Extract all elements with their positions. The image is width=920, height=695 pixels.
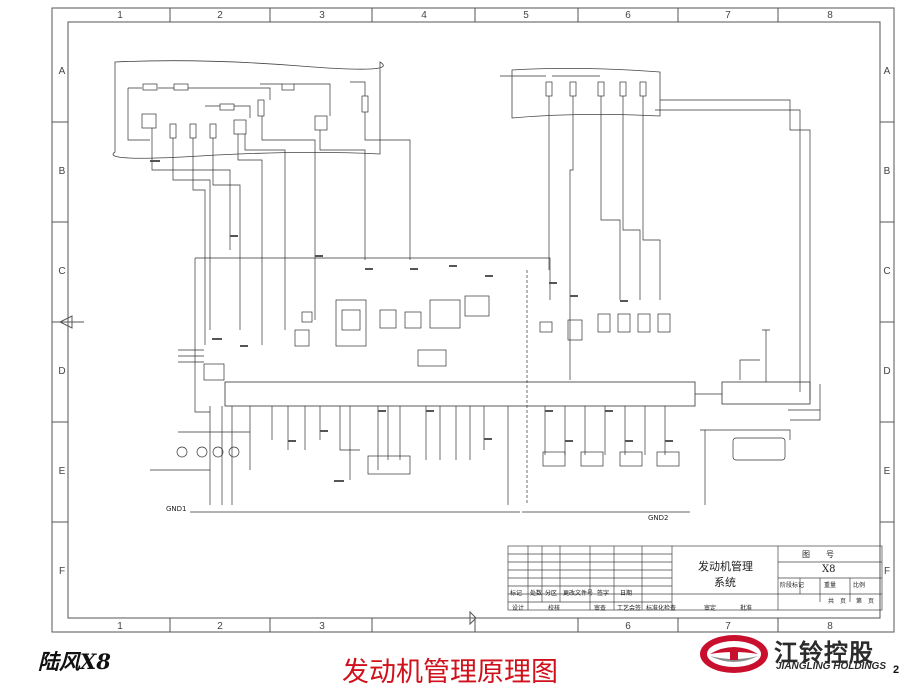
fuse-box-right — [511, 68, 661, 119]
grid-row-a: A — [58, 66, 66, 77]
tb-row1-0: 标记 — [510, 590, 523, 597]
grid-col-7-bottom: 7 — [725, 621, 731, 632]
tb-row1-1: 处数 — [530, 590, 543, 597]
grid-row-c: C — [58, 266, 66, 277]
jiangling-logo-icon — [700, 635, 768, 673]
tb-row2-0: 设计 — [512, 605, 525, 612]
grid-row-c-right: C — [883, 266, 891, 277]
wires — [127, 75, 821, 513]
sheet-num: 第 页 — [856, 598, 875, 605]
brand-name-cn: 江铃控股 — [774, 639, 874, 667]
grid-row-d-right: D — [883, 366, 891, 377]
stage-mark: 阶段标记 — [780, 582, 805, 589]
grid-col-6-bottom: 6 — [625, 621, 631, 632]
grid-row-e-right: E — [883, 466, 891, 477]
grid-col-4: 4 — [421, 10, 427, 21]
grid-col-5: 5 — [523, 10, 529, 21]
system-name-line1: 发动机管理 — [698, 560, 753, 573]
title-block — [507, 545, 883, 611]
gnd1-text: GND1 — [166, 505, 187, 513]
tb-row2-3: 工艺会签 — [617, 605, 642, 612]
grid-col-1-bottom: 1 — [117, 621, 123, 632]
fuses-left — [141, 83, 369, 139]
page-number: 2 — [893, 664, 900, 676]
grid-col-7: 7 — [725, 10, 731, 21]
tb-row2-6: 批准 — [740, 605, 753, 612]
wire-codes — [150, 160, 673, 482]
tb-row1-2: 分区 — [545, 590, 558, 597]
scale-label: 比例 — [853, 582, 866, 589]
drawing-no: X8 — [822, 564, 836, 575]
tb-row2-2: 审查 — [594, 605, 607, 612]
grid-col-6: 6 — [625, 10, 631, 21]
grid-row-d: D — [58, 366, 66, 377]
grid-col-3: 3 — [319, 10, 325, 21]
grid-col-8: 8 — [827, 10, 833, 21]
grid-row-b: B — [58, 166, 66, 177]
page-title: 发动机管理原理图 — [342, 657, 558, 688]
tb-row1-5: 日期 — [620, 590, 633, 597]
grid-col-2: 2 — [217, 10, 223, 21]
tb-row2-5: 审定 — [704, 605, 717, 612]
tb-row2-4: 标准化检查 — [646, 605, 677, 612]
fuse-box-left — [112, 60, 384, 159]
tb-row1-3: 更改文件号 — [563, 590, 594, 597]
weight-label: 重量 — [824, 582, 837, 589]
model-label: 陆风X8 — [38, 649, 111, 674]
drawing-no-label: 图 号 — [802, 550, 834, 559]
fuses-right — [545, 81, 647, 97]
grid-col-1: 1 — [117, 10, 123, 21]
system-name-line2: 系统 — [714, 576, 736, 589]
grid-col-2-bottom: 2 — [217, 621, 223, 632]
sheet-total: 共 页 — [828, 598, 847, 605]
grid-row-f-right: F — [883, 566, 891, 577]
grid-row-e: E — [58, 466, 66, 477]
tb-row2-1: 校核 — [548, 605, 561, 612]
grid-row-a-right: A — [883, 66, 891, 77]
grid-row-b-right: B — [883, 166, 891, 177]
brand-name-en: JIANGLING HOLDINGS — [776, 661, 887, 672]
sheet-frame — [51, 7, 895, 633]
gnd2-text: GND2 — [648, 514, 669, 522]
tb-row1-4: 签字 — [597, 590, 610, 597]
grid-row-f: F — [58, 566, 66, 577]
grid-col-8-bottom: 8 — [827, 621, 833, 632]
grid-col-3-bottom: 3 — [319, 621, 325, 632]
